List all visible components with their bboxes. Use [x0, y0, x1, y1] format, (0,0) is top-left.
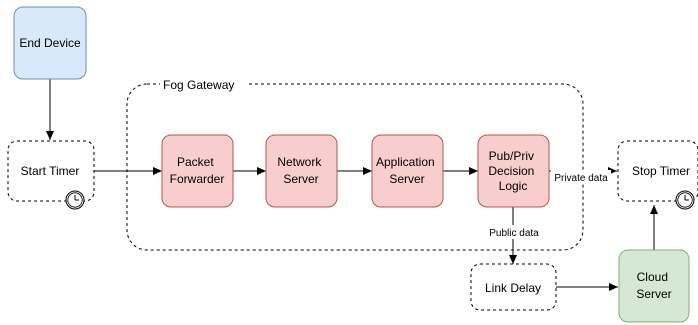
decision-logic-label: Pub/Priv Decision Logic [488, 149, 537, 193]
cloud-server-label-line-2: Server [636, 287, 671, 301]
private-data-label: Private data [554, 173, 608, 184]
public-data-label-background [486, 225, 542, 239]
start-timer-box [7, 140, 95, 202]
end-device-label: End Device [19, 36, 81, 50]
cloud-server-node: Cloud Server [618, 249, 690, 323]
cloud-server-label: Cloud Server [636, 270, 671, 301]
fog-gateway-group [126, 83, 584, 251]
start-timer-label: Start Timer [21, 164, 80, 178]
fog-gateway-label-background [160, 76, 246, 94]
application-server-label-line-2: Server [389, 172, 424, 186]
link-delay-box [470, 263, 557, 311]
stop-timer-label-line-1: Stop Timer [632, 164, 690, 178]
fog-gateway-label: Fog Gateway [163, 78, 234, 92]
decision-logic-label-line-2: Decision [488, 164, 534, 178]
stop-timer-label: Stop Timer [632, 164, 690, 178]
link-delay-label-line-1: Link Delay [485, 281, 541, 295]
end-device-label-line-1: End Device [19, 36, 81, 50]
link-delay-label: Link Delay [485, 281, 541, 295]
packet-forwarder-label-line-1: Packet [177, 155, 214, 169]
decision-logic-box [477, 134, 550, 208]
application-server-box [371, 134, 444, 208]
clock-icon [675, 190, 695, 210]
cloud-server-box [618, 249, 690, 323]
end-device-node: End Device [13, 6, 87, 80]
stop-timer-node: Stop Timer [617, 140, 698, 210]
packet-forwarder-box [161, 134, 234, 208]
private-data-label-background [551, 170, 611, 184]
decision-logic-node: Pub/Priv Decision Logic [477, 134, 550, 208]
end-device-box [13, 6, 87, 80]
application-server-label: Application Server [376, 155, 438, 186]
cloud-server-label-line-1: Cloud [637, 270, 668, 284]
network-server-label-line-2: Server [283, 172, 318, 186]
application-server-node: Application Server [371, 134, 444, 208]
start-timer-label-line-1: Start Timer [21, 164, 80, 178]
decision-logic-label-line-3: Logic [499, 179, 528, 193]
stop-timer-box [617, 140, 698, 202]
network-server-label: Network Server [277, 155, 324, 186]
public-data-label: Public data [489, 228, 539, 239]
network-server-label-line-1: Network [277, 155, 322, 169]
application-server-label-line-1: Application [376, 155, 435, 169]
packet-forwarder-label: Packet Forwarder [170, 155, 225, 186]
decision-logic-label-line-1: Pub/Priv [489, 149, 534, 163]
network-server-node: Network Server [265, 134, 338, 208]
start-timer-node: Start Timer [7, 140, 95, 210]
network-server-box [265, 134, 338, 208]
link-delay-node: Link Delay [470, 263, 557, 311]
packet-forwarder-label-line-2: Forwarder [170, 172, 225, 186]
packet-forwarder-node: Packet Forwarder [161, 134, 234, 208]
clock-icon [65, 190, 85, 210]
